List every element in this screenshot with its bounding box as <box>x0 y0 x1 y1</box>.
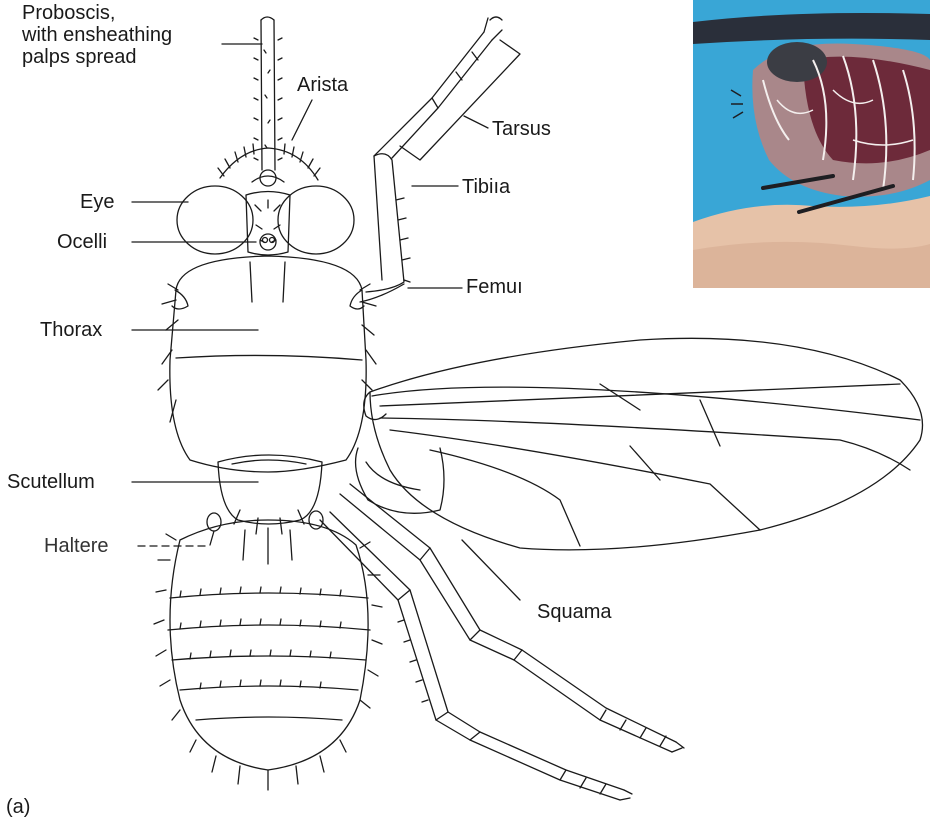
leader-lines <box>132 44 520 600</box>
label-ocelli: Ocelli <box>57 231 107 253</box>
label-proboscis-line-2: with ensheathing <box>22 24 172 46</box>
head-shape <box>177 186 354 255</box>
label-haltere: Haltere <box>44 535 108 557</box>
label-eye: Eye <box>80 191 114 213</box>
proboscis-shape <box>254 17 282 170</box>
label-tarsus: Tarsus <box>492 118 551 140</box>
label-tibia: Tibiıa <box>462 176 510 198</box>
wing-shape <box>364 338 923 550</box>
tarsus-bracket <box>400 40 520 160</box>
panel-label: (a) <box>6 796 30 818</box>
fly-feeding-photo <box>693 0 930 288</box>
label-proboscis: Proboscis, with ensheathing palps spread <box>22 2 172 68</box>
label-proboscis-line-3: palps spread <box>22 46 172 68</box>
abdomen-shape <box>154 520 382 790</box>
thorax-shape <box>158 256 376 472</box>
photo-inset <box>693 0 930 288</box>
label-proboscis-line-1: Proboscis, <box>22 2 172 24</box>
label-scutellum: Scutellum <box>7 471 95 493</box>
middle-leg-shape <box>340 484 684 752</box>
label-thorax: Thorax <box>40 319 102 341</box>
label-femur: Femuı <box>466 276 523 298</box>
label-squama: Squama <box>537 601 612 623</box>
arista-fan <box>218 144 320 186</box>
label-arista: Arista <box>297 74 348 96</box>
squama-shape <box>356 448 444 513</box>
front-leg-shape <box>360 17 502 302</box>
